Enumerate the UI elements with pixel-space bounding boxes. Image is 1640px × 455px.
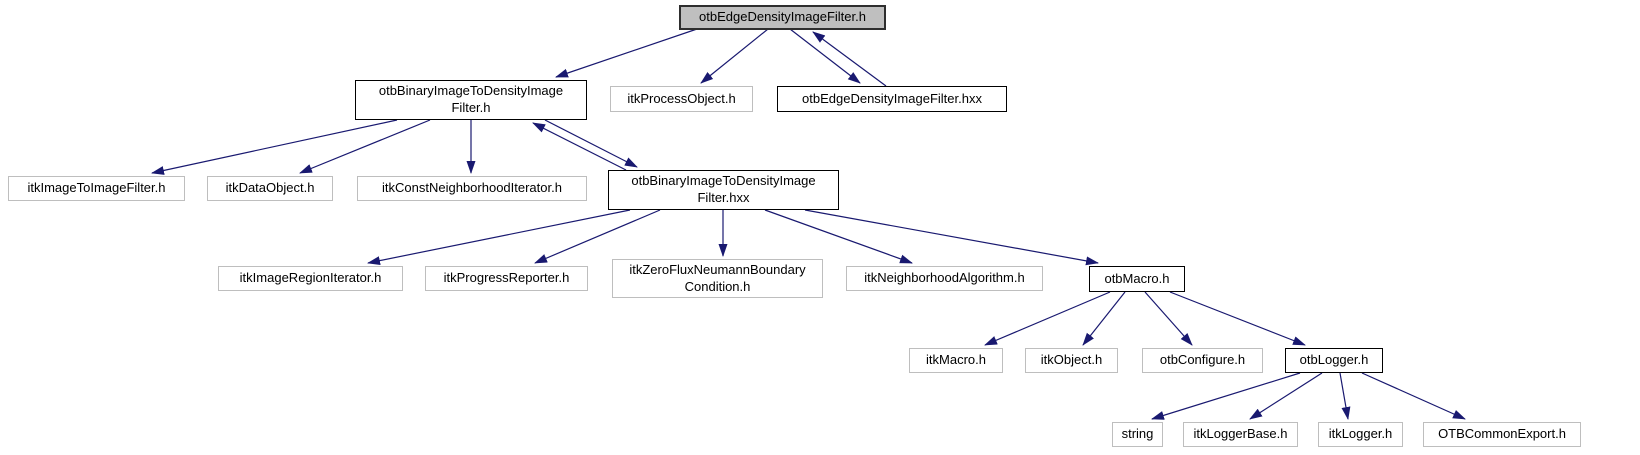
- edge-otb-macro-to-otb-logger: [1169, 291, 1306, 346]
- edge-otb-logger-to-itk-logger: [1339, 372, 1351, 420]
- node-itk-logger-h: itkLogger.h: [1318, 422, 1403, 447]
- edge-binary-filter-hxx-to-itk-neighborhood-algorithm: [764, 209, 913, 264]
- edge-binary-filter-h-to-itk-image-to-image-filter: [151, 119, 398, 175]
- edge-binary-filter-h-to-itk-data-object: [299, 119, 431, 174]
- node-otb-logger-h[interactable]: otbLogger.h: [1285, 348, 1383, 373]
- edge-otb-logger-to-itk-logger-base: [1249, 372, 1323, 420]
- edge-binary-filter-hxx-to-binary-filter-h: [532, 122, 627, 171]
- edge-otb-macro-to-itk-object: [1082, 291, 1126, 346]
- node-itk-progress-reporter-h: itkProgressReporter.h: [425, 266, 588, 291]
- node-otb-binary-image-to-density-image-filter-hxx[interactable]: otbBinaryImageToDensityImage Filter.hxx: [608, 170, 839, 210]
- node-otb-edge-density-image-filter-hxx[interactable]: otbEdgeDensityImageFilter.hxx: [777, 86, 1007, 112]
- node-otb-binary-image-to-density-image-filter-h[interactable]: otbBinaryImageToDensityImage Filter.h: [355, 80, 587, 120]
- node-otb-macro-h[interactable]: otbMacro.h: [1089, 266, 1185, 292]
- node-itk-logger-base-h: itkLoggerBase.h: [1183, 422, 1298, 447]
- node-itk-const-neighborhood-iterator-h: itkConstNeighborhoodIterator.h: [357, 176, 587, 201]
- node-otb-edge-density-image-filter-h: otbEdgeDensityImageFilter.h: [679, 5, 886, 30]
- node-itk-macro-h: itkMacro.h: [909, 348, 1003, 373]
- node-itk-object-h: itkObject.h: [1025, 348, 1118, 373]
- edge-root-to-binary-filter-h: [555, 28, 698, 78]
- edge-otb-logger-to-otb-common-export: [1361, 372, 1466, 420]
- node-itk-data-object-h: itkDataObject.h: [207, 176, 333, 201]
- node-itk-process-object-h: itkProcessObject.h: [610, 86, 753, 112]
- node-otb-configure-h: otbConfigure.h: [1142, 348, 1263, 373]
- node-itk-zero-flux-neumann-boundary-condition-h: itkZeroFluxNeumannBoundary Condition.h: [612, 259, 823, 298]
- node-itk-neighborhood-algorithm-h: itkNeighborhoodAlgorithm.h: [846, 266, 1043, 291]
- edge-edge-filter-hxx-to-root: [812, 31, 887, 87]
- node-itk-image-region-iterator-h: itkImageRegionIterator.h: [218, 266, 403, 291]
- edge-binary-filter-hxx-to-otb-macro: [804, 209, 1099, 266]
- edge-binary-filter-h-to-binary-filter-hxx: [544, 119, 638, 168]
- node-string: string: [1112, 422, 1163, 447]
- edge-binary-filter-hxx-to-itk-image-region-iterator: [367, 209, 631, 266]
- edge-root-to-edge-filter-hxx: [789, 28, 861, 84]
- node-itk-image-to-image-filter-h: itkImageToImageFilter.h: [8, 176, 185, 201]
- node-otb-common-export-h: OTBCommonExport.h: [1423, 422, 1581, 447]
- edge-otb-macro-to-otb-configure: [1144, 291, 1193, 346]
- edge-binary-filter-hxx-to-itk-progress-reporter: [534, 209, 661, 264]
- edge-otb-logger-to-string: [1151, 372, 1301, 420]
- edge-root-to-itk-process-object: [700, 28, 769, 84]
- edge-otb-macro-to-itk-macro: [984, 291, 1111, 346]
